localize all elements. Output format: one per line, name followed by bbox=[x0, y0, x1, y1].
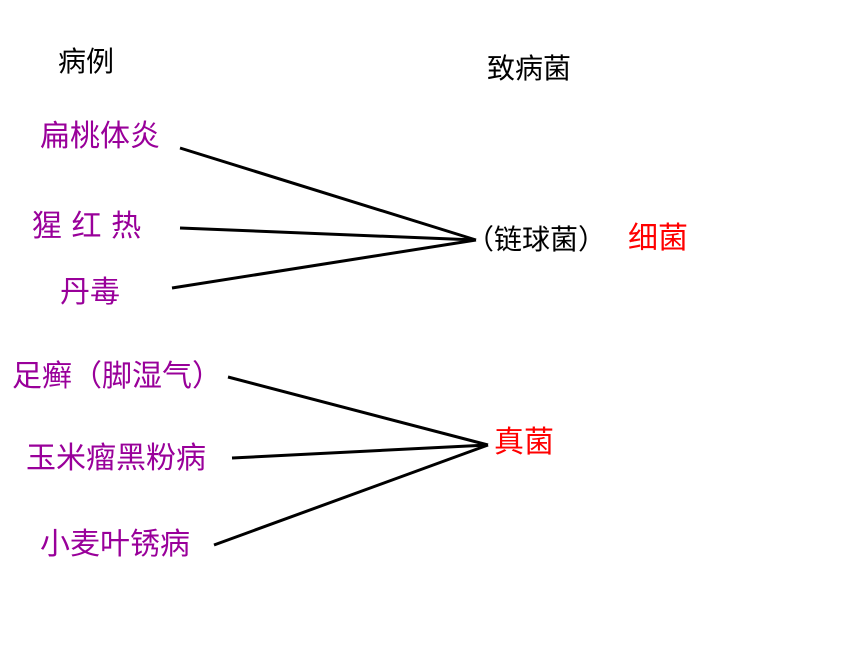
disease-wheat-leaf-rust: 小麦叶锈病 bbox=[40, 527, 190, 562]
line-corn-smut-fungi bbox=[231, 443, 489, 460]
line-tonsillitis-bacteria bbox=[179, 146, 477, 242]
disease-scarlet-fever: 猩 红 热 bbox=[32, 209, 142, 244]
pathogen-streptococcus: （链球菌） bbox=[466, 223, 607, 256]
disease-corn-smut: 玉米瘤黑粉病 bbox=[26, 441, 206, 476]
disease-athletes-foot: 足癣（脚湿气） bbox=[12, 359, 222, 394]
disease-tonsillitis: 扁桃体炎 bbox=[40, 119, 160, 154]
header-pathogen: 致病菌 bbox=[487, 52, 572, 85]
line-wheat-leaf-rust-fungi bbox=[213, 443, 489, 547]
pathogen-bacteria: 细菌 bbox=[628, 221, 688, 256]
disease-erysipelas: 丹毒 bbox=[60, 275, 120, 310]
line-scarlet-fever-bacteria bbox=[179, 226, 477, 242]
pathogen-fungi: 真菌 bbox=[494, 425, 554, 460]
line-erysipelas-bacteria bbox=[171, 238, 477, 290]
header-cases: 病例 bbox=[58, 45, 115, 78]
line-athletes-foot-fungi bbox=[227, 375, 489, 447]
